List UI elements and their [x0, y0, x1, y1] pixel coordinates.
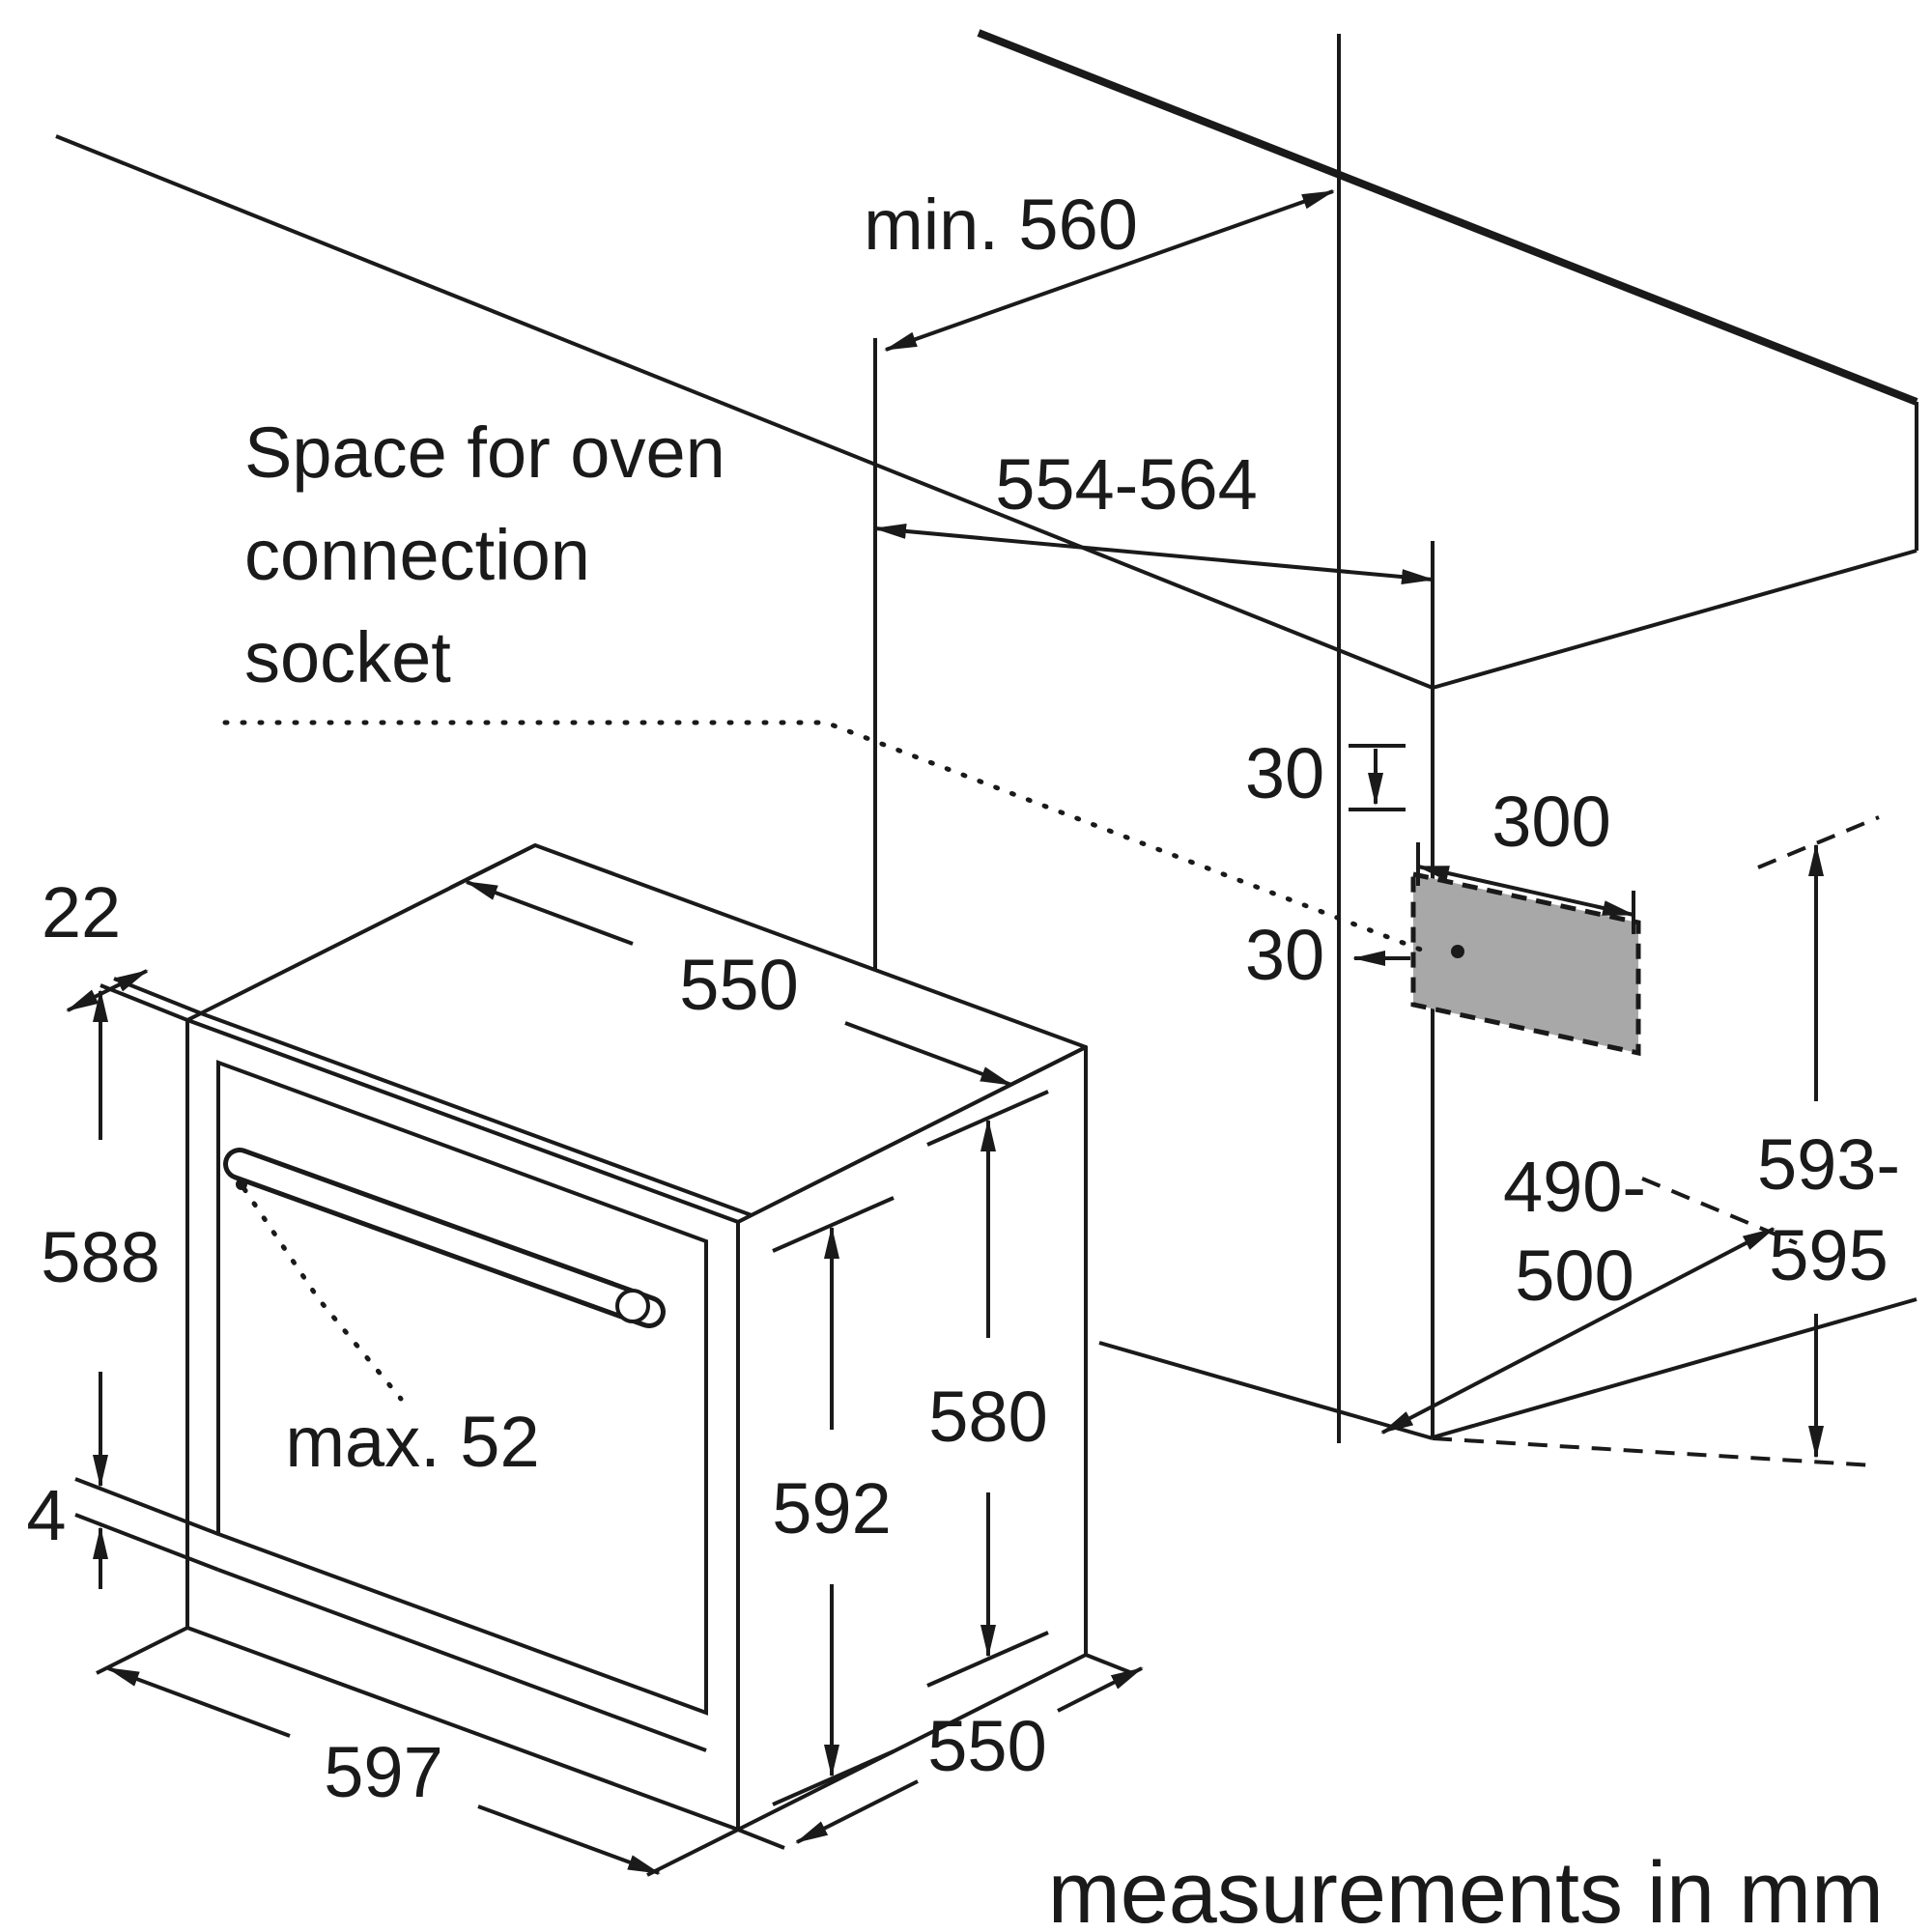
oven-handle-fill — [228, 1152, 661, 1323]
dim-socket-top-label: 30 — [1245, 733, 1324, 813]
dim-door-height-ext-bottom — [74, 1477, 219, 1536]
dim-socket-width-label: 300 — [1492, 781, 1610, 862]
dim-floor-depth-arrow — [1380, 1227, 1776, 1435]
socket-area — [1410, 870, 1641, 1057]
oven-dimensions: 22 588 4 597 592 580 550 — [26, 843, 1144, 1877]
dim-niche-depth-label: min. 560 — [864, 185, 1138, 265]
dim-niche-width-label: 554-564 — [995, 444, 1258, 525]
dim-body-depth-ext-2 — [1085, 1653, 1133, 1675]
dim-body-depth-label: 550 — [927, 1706, 1046, 1786]
dim-niche-depth-arrow — [884, 189, 1335, 352]
oven-plinth-line — [217, 1568, 707, 1752]
dim-body-width-ext-2 — [1000, 1045, 1087, 1092]
socket-leader-dotted-line — [222, 720, 1429, 954]
dim-gap-ext — [74, 1513, 219, 1572]
oven — [185, 843, 1088, 1832]
dim-niche-height-label-2: 595 — [1769, 1215, 1888, 1295]
dim-frame-label: 22 — [42, 872, 121, 952]
units-note: measurements in mm — [1048, 1845, 1884, 1932]
dim-front-width-ext-1 — [96, 1626, 188, 1675]
dim-niche-width-arrow — [873, 523, 1435, 585]
socket-space — [1410, 870, 1641, 1057]
socket-note-line-3: socket — [244, 617, 451, 697]
dim-front-width-arrow-left — [106, 1666, 291, 1738]
dim-handle-label: max. 52 — [285, 1402, 539, 1482]
dim-body-width-label: 550 — [679, 945, 798, 1025]
dim-body-height-tick-top — [926, 1090, 1049, 1147]
oven-door — [216, 1060, 708, 1716]
dim-front-width-arrow-right — [477, 1804, 661, 1875]
socket-note-line-2: connection — [244, 515, 590, 595]
socket-point-dot — [1451, 945, 1464, 958]
dim-front-height-tick-top — [772, 1196, 895, 1253]
dim-front-height-tick-bottom — [772, 1749, 895, 1806]
worktop-back-edge-line — [977, 29, 1918, 406]
niche-floor-front-edge-line — [1098, 1341, 1434, 1440]
dim-door-height-label: 588 — [41, 1217, 159, 1297]
dim-body-depth-arrow-right — [1057, 1666, 1144, 1713]
dim-front-width-ext-2 — [646, 1828, 739, 1877]
dim-front-height-label: 592 — [772, 1468, 891, 1548]
dim-socket-width-arrow — [1416, 865, 1635, 917]
niche-top-front-edge-line — [55, 134, 1434, 690]
niche-dimensions: min. 560 554-564 30 30 300 490- 500 593-… — [864, 185, 1900, 1459]
dim-floor-depth-label-1: 490- — [1503, 1147, 1646, 1227]
dim-body-depth-ext-1 — [737, 1828, 785, 1850]
niche-ceiling-hidden-edge-line — [1757, 815, 1880, 869]
dim-body-width-arrow-left — [465, 880, 634, 946]
dim-gap-label: 4 — [26, 1475, 66, 1555]
dim-niche-height-label-1: 593- — [1757, 1124, 1900, 1205]
niche-floor-hidden-edge-line — [1432, 1436, 1875, 1467]
right-wall-top-edge-line — [1432, 549, 1918, 690]
socket-note-line-1: Space for oven — [244, 412, 725, 493]
annotations: Space for oven connection socket measure… — [244, 412, 1884, 1932]
oven-frame-top-edge-line — [200, 1011, 753, 1217]
dim-body-height-label: 580 — [928, 1377, 1047, 1457]
dim-body-width-arrow-right — [844, 1021, 1013, 1087]
dim-body-height-tick-bottom — [926, 1631, 1049, 1688]
dim-floor-depth-label-2: 500 — [1515, 1236, 1634, 1316]
dim-front-width-label: 597 — [324, 1732, 442, 1812]
oven-handle-end-cap — [615, 1289, 650, 1323]
dim-socket-side-label: 30 — [1245, 915, 1324, 995]
dim-body-width-ext-1 — [449, 843, 536, 890]
dim-body-depth-arrow-left — [795, 1779, 919, 1844]
dim-frame-arrow — [66, 969, 149, 1012]
